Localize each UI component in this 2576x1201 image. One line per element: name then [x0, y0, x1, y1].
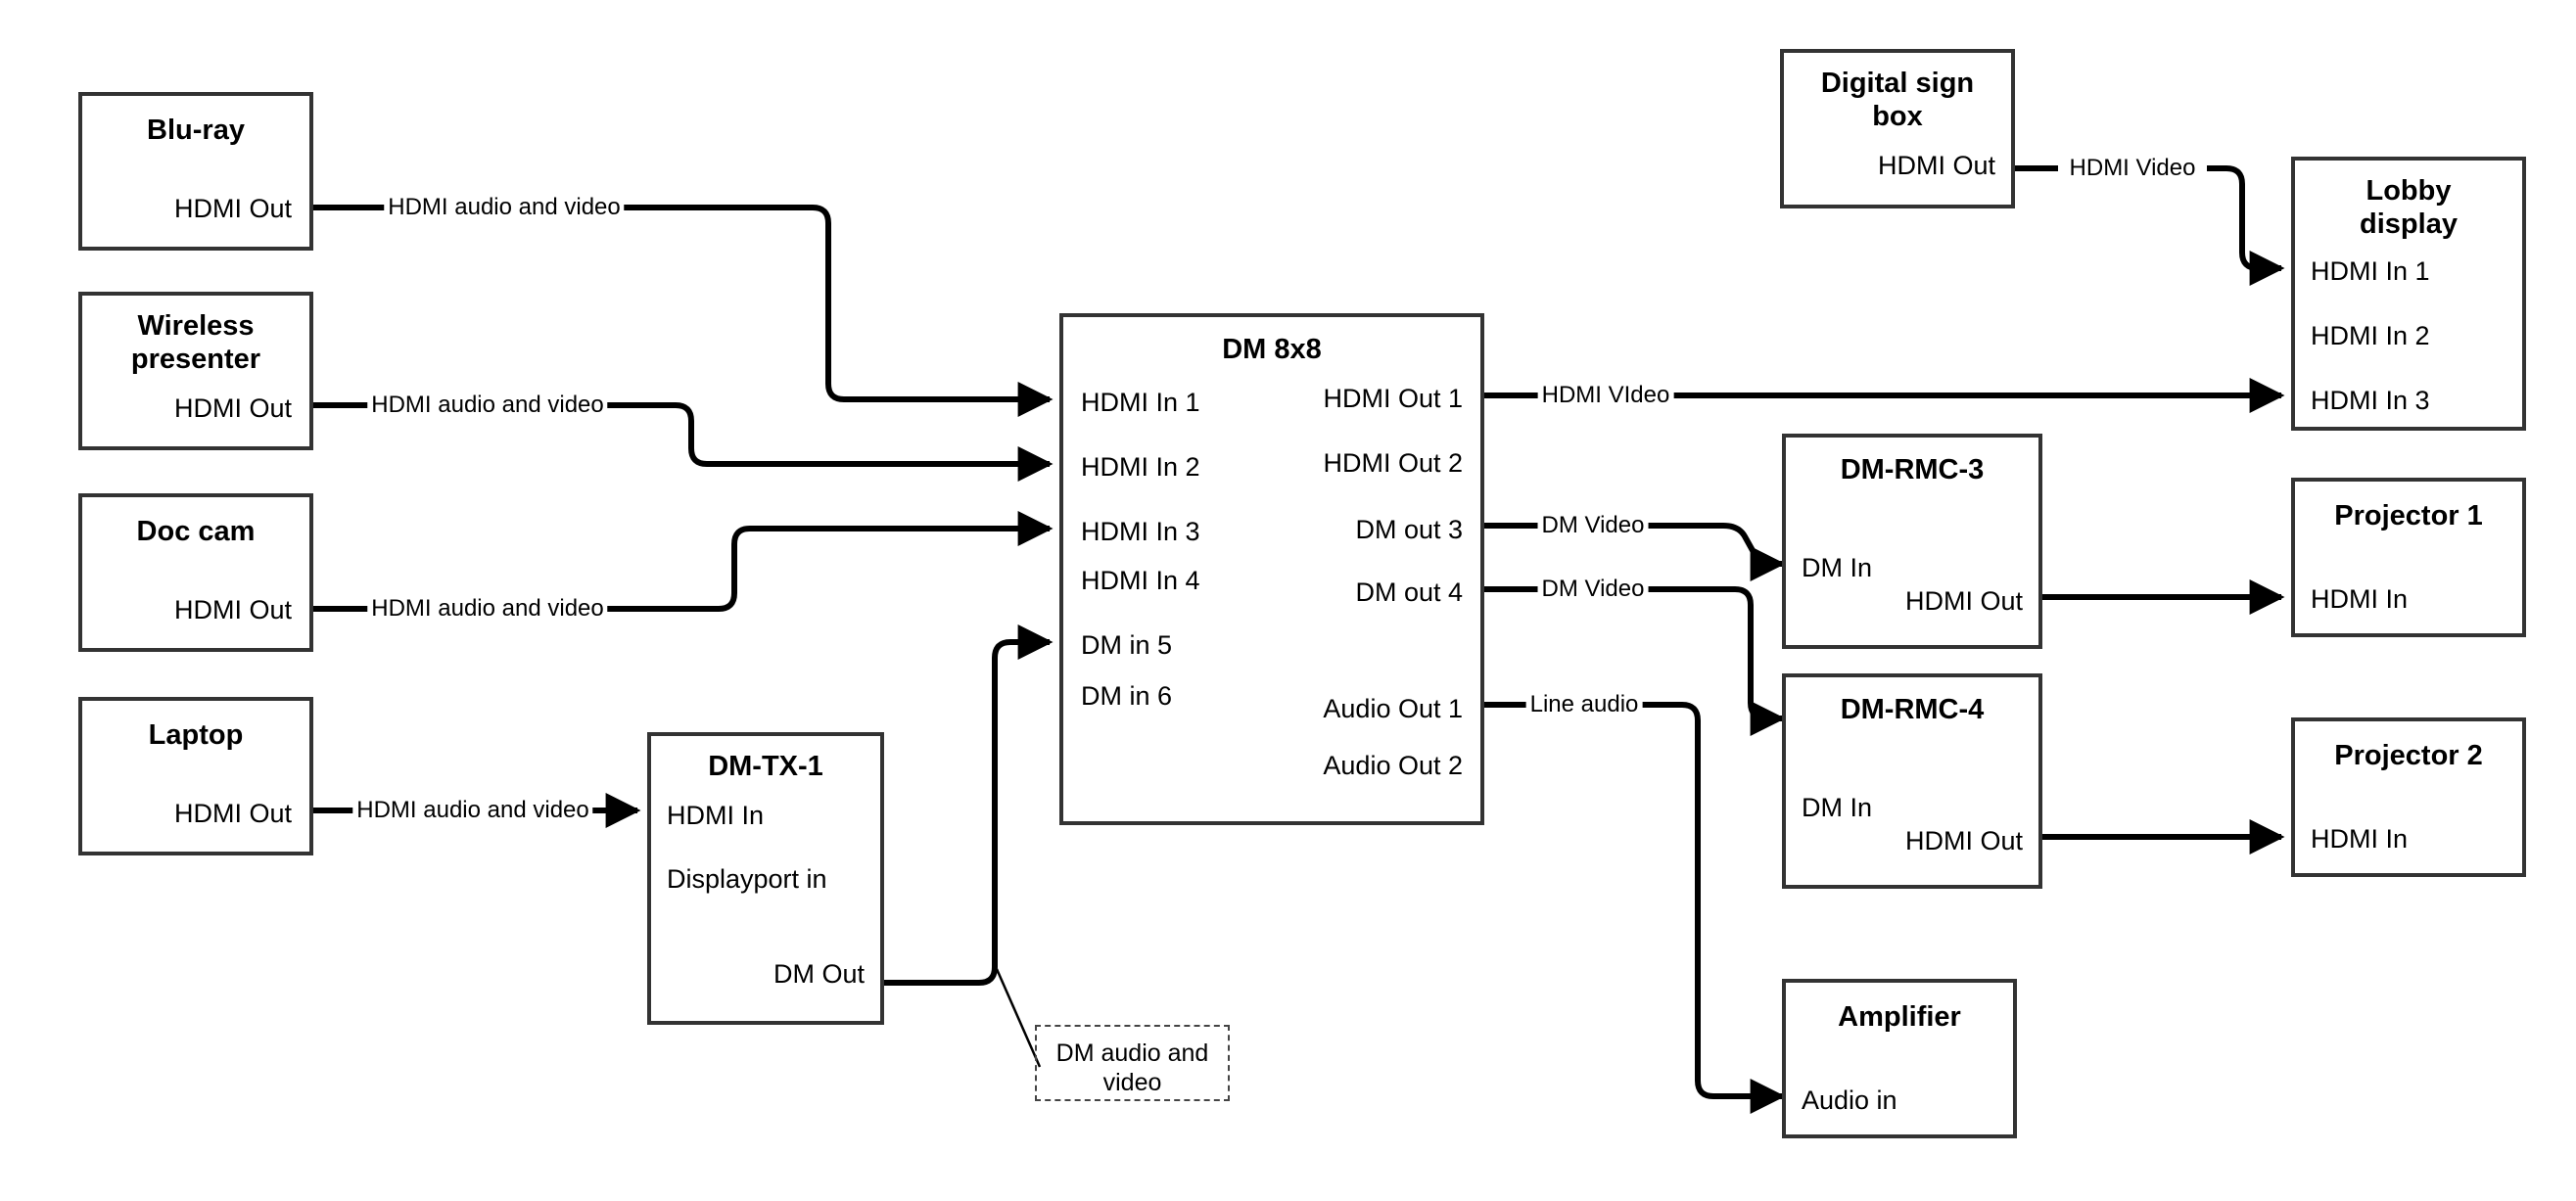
leader-line-dm-audio-video [995, 968, 1042, 1068]
node-projector-1-title: Projector 1 [2334, 500, 2483, 531]
node-projector-2[interactable]: Projector 2 HDMI In [2291, 717, 2526, 877]
port-dm-tx-1-displayport-in[interactable]: Displayport in [667, 864, 827, 894]
wire-sign-box-to-lobby-in-1 [2015, 165, 2281, 268]
wire-audio-out-1-to-amplifier [1484, 702, 1782, 1096]
edge-label-doc-cam-to-dm-in-3: HDMI audio and video [367, 596, 608, 622]
node-amplifier-title: Amplifier [1838, 1001, 1961, 1033]
port-dm-8x8-audio-out-2[interactable]: Audio Out 2 [1323, 751, 1463, 780]
port-doc-cam-hdmi-out[interactable]: HDMI Out [173, 595, 292, 624]
port-lobby-display-hdmi-in-2[interactable]: HDMI In 2 [2311, 321, 2430, 350]
node-lobby-display[interactable]: Lobby display HDMI In 1 HDMI In 2 HDMI I… [2291, 157, 2526, 431]
node-projector-1[interactable]: Projector 1 HDMI In [2291, 478, 2526, 637]
node-dm-rmc-4[interactable]: DM-RMC-4 DM In HDMI Out [1782, 673, 2042, 889]
port-dm-8x8-dm-out-4[interactable]: DM out 4 [1355, 577, 1463, 607]
port-dm-8x8-hdmi-in-2[interactable]: HDMI In 2 [1081, 452, 1200, 482]
edge-label-wireless-to-dm-in-2: HDMI audio and video [367, 393, 608, 418]
port-dm-8x8-dm-in-5[interactable]: DM in 5 [1081, 630, 1173, 660]
node-doc-cam[interactable]: Doc cam HDMI Out [78, 493, 313, 652]
port-laptop-hdmi-out[interactable]: HDMI Out [173, 799, 292, 828]
node-lobby-display-title: Lobby display [2360, 175, 2458, 240]
port-dm-rmc-4-hdmi-out[interactable]: HDMI Out [1904, 826, 2023, 855]
node-laptop-title: Laptop [148, 719, 244, 751]
node-dm-rmc-4-title: DM-RMC-4 [1840, 694, 1985, 725]
edge-label-hdmi-out-1-to-lobby-in-3: HDMI VIdeo [1537, 383, 1674, 408]
edge-label-audio-out-1-to-amplifier: Line audio [1525, 692, 1643, 717]
port-digital-sign-box-hdmi-out[interactable]: HDMI Out [1877, 151, 1995, 180]
edge-label-dm-out-3-to-rmc-3: DM Video [1537, 513, 1649, 538]
node-dm-8x8-title: DM 8x8 [1222, 334, 1322, 365]
port-dm-8x8-audio-out-1[interactable]: Audio Out 1 [1323, 694, 1463, 723]
port-dm-8x8-dm-in-6[interactable]: DM in 6 [1081, 681, 1173, 711]
node-blu-ray[interactable]: Blu-ray HDMI Out [78, 92, 313, 251]
port-blu-ray-hdmi-out[interactable]: HDMI Out [173, 194, 292, 223]
node-blu-ray-title: Blu-ray [147, 115, 245, 146]
port-dm-rmc-3-dm-in[interactable]: DM In [1802, 553, 1873, 582]
node-dm-rmc-3[interactable]: DM-RMC-3 DM In HDMI Out [1782, 434, 2042, 649]
port-dm-8x8-hdmi-in-4[interactable]: HDMI In 4 [1081, 566, 1200, 595]
port-dm-rmc-3-hdmi-out[interactable]: HDMI Out [1904, 586, 2023, 616]
wire-blu-ray-to-dm-in-1 [313, 205, 1054, 417]
port-dm-8x8-hdmi-in-1[interactable]: HDMI In 1 [1081, 388, 1200, 417]
wire-dm-tx-1-to-dm-in-5 [884, 624, 1054, 986]
port-wireless-presenter-hdmi-out[interactable]: HDMI Out [173, 393, 292, 423]
node-doc-cam-title: Doc cam [136, 516, 256, 547]
port-dm-8x8-hdmi-in-3[interactable]: HDMI In 3 [1081, 517, 1200, 546]
callout-dm-audio-video-text: DM audio and video [1055, 1039, 1209, 1096]
port-dm-8x8-dm-out-3[interactable]: DM out 3 [1355, 515, 1463, 544]
port-projector-2-hdmi-in[interactable]: HDMI In [2311, 824, 2409, 854]
node-dm-rmc-3-title: DM-RMC-3 [1840, 454, 1985, 485]
port-projector-1-hdmi-in[interactable]: HDMI In [2311, 584, 2409, 614]
edge-label-dm-out-4-to-rmc-4: DM Video [1537, 577, 1649, 602]
node-dm-tx-1[interactable]: DM-TX-1 HDMI In Displayport in DM Out [647, 732, 884, 1025]
port-dm-rmc-4-dm-in[interactable]: DM In [1802, 793, 1873, 822]
callout-dm-audio-video: DM audio and video [1035, 1025, 1230, 1101]
port-amplifier-audio-in[interactable]: Audio in [1802, 1086, 1897, 1115]
port-dm-tx-1-hdmi-in[interactable]: HDMI In [667, 801, 765, 830]
port-dm-8x8-hdmi-out-2[interactable]: HDMI Out 2 [1323, 448, 1463, 478]
node-dm-tx-1-title: DM-TX-1 [708, 751, 823, 782]
port-dm-8x8-hdmi-out-1[interactable]: HDMI Out 1 [1323, 384, 1463, 413]
node-digital-sign-box-title: Digital sign box [1820, 68, 1975, 132]
node-dm-8x8[interactable]: DM 8x8 HDMI In 1 HDMI In 2 HDMI In 3 HDM… [1059, 313, 1484, 825]
node-wireless-presenter[interactable]: Wireless presenter HDMI Out [78, 292, 313, 450]
node-wireless-presenter-title: Wireless presenter [130, 310, 261, 375]
edge-label-sign-box-to-lobby-in-1: HDMI Video [2065, 156, 2200, 181]
node-digital-sign-box[interactable]: Digital sign box HDMI Out [1780, 49, 2015, 208]
edge-label-laptop-to-dm-tx-1: HDMI audio and video [352, 798, 593, 823]
node-amplifier[interactable]: Amplifier Audio in [1782, 979, 2017, 1138]
edge-label-blu-ray-to-dm-in-1: HDMI audio and video [384, 195, 625, 220]
port-lobby-display-hdmi-in-3[interactable]: HDMI In 3 [2311, 386, 2430, 415]
node-projector-2-title: Projector 2 [2334, 740, 2483, 771]
port-lobby-display-hdmi-in-1[interactable]: HDMI In 1 [2311, 256, 2430, 286]
port-dm-tx-1-dm-out[interactable]: DM Out [773, 959, 865, 989]
node-laptop[interactable]: Laptop HDMI Out [78, 697, 313, 855]
